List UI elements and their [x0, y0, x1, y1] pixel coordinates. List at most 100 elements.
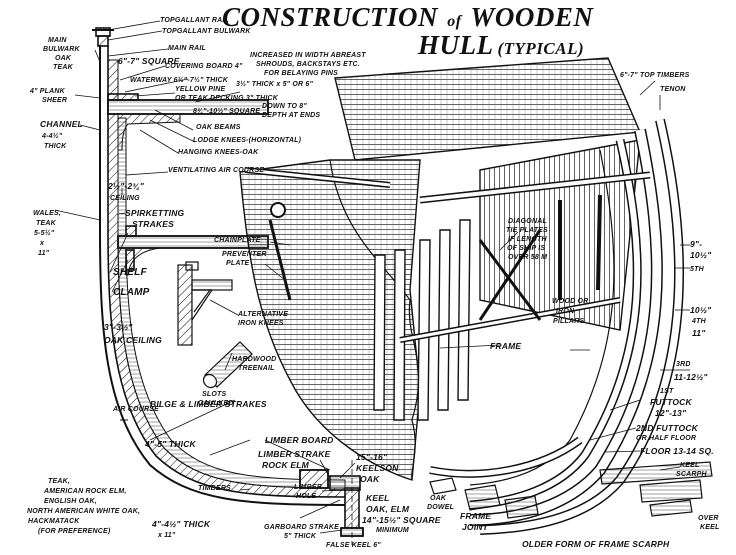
label-over-keel-2: KEEL — [700, 524, 720, 531]
label-alt-knees-2: IRON KNEES — [238, 320, 284, 327]
diagram-title: CONSTRUCTION of WOODEN — [222, 2, 593, 33]
label-limber-strake-2: ROCK ELM — [262, 460, 309, 470]
label-beams-size: 3½" THICK x 5" OR 6" — [236, 81, 313, 88]
label-teak-list-1: TEAK, — [48, 478, 70, 485]
label-topgallant-rail: TOPGALLANT RAIL — [160, 17, 229, 24]
label-frame: FRAME — [490, 341, 522, 351]
label-diagonal-1: DIAGONAL — [508, 218, 547, 225]
label-keelson-3: OAK — [360, 474, 380, 484]
label-treenail-2: TREENAIL — [238, 365, 275, 372]
label-r-9: 9"- — [690, 239, 703, 249]
label-main-rail: MAIN RAIL — [168, 45, 206, 52]
treenail-detail — [202, 341, 253, 389]
label-air-course: AIR COURSE — [113, 406, 159, 413]
label-r-11: 11" — [692, 328, 706, 338]
label-floor: FLOOR 13-14 SQ. — [640, 446, 714, 456]
label-wales-3: 5-5½" — [34, 230, 55, 237]
scarph-details — [429, 461, 713, 519]
label-r-3rd: 3RD — [676, 361, 691, 368]
label-frame-joint-1: FRAME — [460, 511, 492, 521]
label-channel: CHANNEL — [40, 119, 83, 129]
label-increased-1: INCREASED IN WIDTH ABREAST — [250, 52, 366, 59]
title-wooden: WOODEN — [470, 2, 594, 32]
label-teak-list-3: ENGLISH OAK, — [44, 498, 97, 505]
label-wood-iron-1: WOOD OR — [552, 298, 589, 305]
label-diagonal-5: OVER 58 M — [508, 254, 548, 261]
label-square-6-7: 6"-7" SQUARE — [118, 56, 180, 66]
label-waterway: WATERWAY 6½"-7½" THICK — [130, 77, 229, 84]
label-wood-iron-3: PILLARS — [553, 318, 585, 325]
label-oak-dowel-2: DOWEL — [427, 504, 455, 511]
label-oak-beams: OAK BEAMS — [196, 124, 241, 131]
diagram-title-line2: HULL(TYPICAL) — [418, 30, 584, 61]
title-of: of — [447, 13, 462, 30]
title-hull: HULL — [418, 30, 494, 60]
label-older-form: OLDER FORM OF FRAME SCARPH — [522, 539, 670, 549]
label-teak-decking: OR TEAK DECKING 3" THICK — [175, 95, 279, 102]
label-over-keel-1: OVER — [698, 515, 719, 522]
label-bilge-limber: BILGE & LIMBER STRAKES — [150, 399, 267, 409]
label-futtock-2: FUTTOCK — [650, 397, 692, 407]
label-teak-list-5: HACKMATACK — [28, 518, 80, 525]
label-main-bulwark-4: TEAK — [53, 64, 73, 71]
label-keel-scarph-2: SCARPH — [676, 471, 707, 478]
label-r-4th: 4TH — [692, 318, 706, 325]
label-thick-4: 4-4½" — [42, 133, 63, 140]
label-futtock-1: 1ST — [660, 388, 674, 395]
label-ventilating: VENTILATING AIR COURSE — [168, 167, 265, 174]
label-wales-2: TEAK — [36, 220, 56, 227]
label-r-10-half-b: 10½" — [690, 305, 712, 315]
label-diagonal-3: IF LENGTH — [508, 236, 547, 243]
label-treenail-1: HARDWOOD — [232, 356, 277, 363]
label-bottom-thick-1: 4"-4½" THICK — [152, 519, 211, 529]
label-futtock2-1: 2ND FUTTOCK — [636, 423, 699, 433]
label-wales-1: WALES, — [33, 210, 62, 217]
label-diagonal-2: TIE PLATES — [506, 227, 548, 234]
label-ceiling: CEILING — [110, 195, 140, 202]
label-main-bulwark-1: MAIN — [48, 37, 67, 44]
label-wales-4: x — [40, 240, 45, 247]
label-oak-beams-size: 8¾"-10½" SQUARE — [193, 108, 261, 115]
label-teak-list-2: AMERICAN ROCK ELM, — [44, 488, 127, 495]
label-chainplate: CHAINPLATE — [214, 237, 261, 244]
label-covering-board: COVERING BOARD 4" — [165, 63, 243, 70]
cross-section — [92, 27, 364, 545]
label-lodge-knees: LODGE KNEES-(HORIZONTAL) — [193, 137, 302, 144]
label-down-to: DOWN TO 8" — [262, 103, 307, 110]
label-limber-hole-2: HOLE — [296, 493, 317, 500]
label-r-11-12: 11-12½" — [674, 372, 708, 382]
label-slots-2: CAULKED — [198, 400, 234, 407]
label-top-timbers: 6"-7" TOP TIMBERS — [620, 72, 690, 79]
title-construction: CONSTRUCTION — [222, 2, 439, 32]
hull-perspective — [239, 57, 685, 535]
label-spirketting-2: STRAKES — [132, 219, 175, 229]
label-ceiling-size: 2½"-2¾" — [108, 181, 144, 191]
label-bilge-thick: 4"-5" THICK — [145, 439, 196, 449]
label-topgallant-bulwark: TOPGALLANT BULWARK — [162, 28, 251, 35]
label-diagonal-4: OF SHIP IS — [507, 245, 546, 252]
label-hanging-knees: HANGING KNEES-OAK — [178, 149, 259, 156]
label-wales-5: 11" — [38, 250, 50, 257]
label-keel-4: MINIMUM — [376, 527, 409, 534]
label-false-keel: FALSE KEEL 6" — [326, 542, 381, 549]
label-tenon: TENON — [660, 86, 686, 93]
label-main-bulwark-3: OAK — [55, 55, 72, 62]
label-increased-2: SHROUDS, BACKSTAYS ETC. — [256, 61, 360, 68]
label-yellow-pine: YELLOW PINE — [175, 86, 226, 93]
label-plank-sheer-1: 4" PLANK — [30, 88, 65, 95]
label-oak-ceiling: OAK CEILING — [104, 335, 162, 345]
label-spirketting-1: SPIRKETTING — [125, 208, 185, 218]
label-depth-ends: DEPTH AT ENDS — [262, 112, 321, 119]
label-teak-list-4: NORTH AMERICAN WHITE OAK, — [27, 508, 141, 515]
label-garboard-2: 5" THICK — [284, 533, 317, 540]
label-limber-board: LIMBER BOARD — [265, 435, 334, 445]
label-alt-knees-1: ALTERNATIVE — [238, 311, 289, 318]
label-plank-sheer-2: SHEER — [42, 97, 68, 104]
title-typical: (TYPICAL) — [497, 39, 585, 58]
label-thick-word: THICK — [44, 143, 67, 150]
label-r-10-half: 10½" — [690, 250, 712, 260]
label-keel-2: OAK, ELM — [366, 504, 410, 514]
label-oak-ceiling-size: 3"-3½" — [104, 322, 133, 332]
